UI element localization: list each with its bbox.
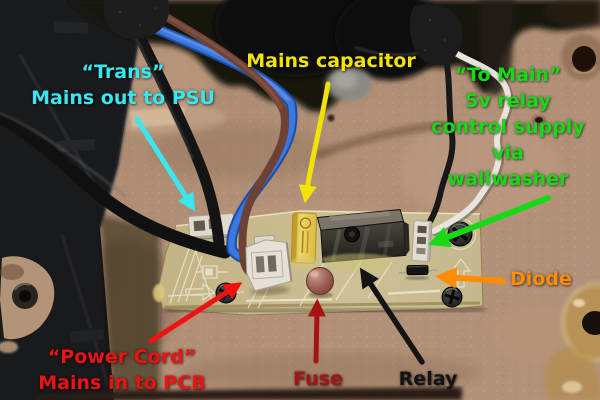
mains-cable-left bbox=[0, 109, 232, 259]
glue-blob bbox=[544, 282, 600, 400]
white-wire bbox=[431, 47, 512, 234]
to-main-arrow bbox=[427, 195, 551, 248]
cable-shadow bbox=[314, 121, 457, 159]
foam-left bbox=[103, 0, 170, 39]
fuse-arrow bbox=[307, 298, 326, 364]
wood-dot bbox=[327, 114, 335, 122]
diode-arrow bbox=[434, 267, 506, 289]
wiring bbox=[0, 2, 298, 278]
wood-hole bbox=[572, 46, 596, 72]
capacitor-arrow bbox=[298, 81, 331, 204]
bottom-edge-shadow bbox=[36, 387, 462, 400]
screw bbox=[441, 286, 463, 308]
relay-supply-wires bbox=[418, 47, 514, 238]
small-hole bbox=[535, 117, 543, 123]
connector-power-cord bbox=[245, 234, 293, 295]
trans-arrow bbox=[134, 116, 196, 212]
relay-arrow bbox=[359, 267, 425, 365]
speaker-blob bbox=[215, 0, 375, 77]
mains-cable-top bbox=[120, 2, 225, 249]
pcb-shadow bbox=[164, 305, 486, 315]
diode bbox=[398, 264, 438, 280]
annotation-arrows bbox=[134, 81, 551, 365]
foam-right bbox=[409, 4, 463, 66]
connector-to-main bbox=[411, 220, 433, 262]
mains-capacitor bbox=[290, 212, 318, 264]
panel-shadow bbox=[100, 215, 160, 400]
black-wire bbox=[418, 49, 456, 238]
fuse bbox=[306, 267, 334, 298]
foam-pieces bbox=[103, 0, 463, 66]
power-cord-arrow bbox=[148, 282, 243, 344]
torn-wood bbox=[0, 256, 55, 353]
